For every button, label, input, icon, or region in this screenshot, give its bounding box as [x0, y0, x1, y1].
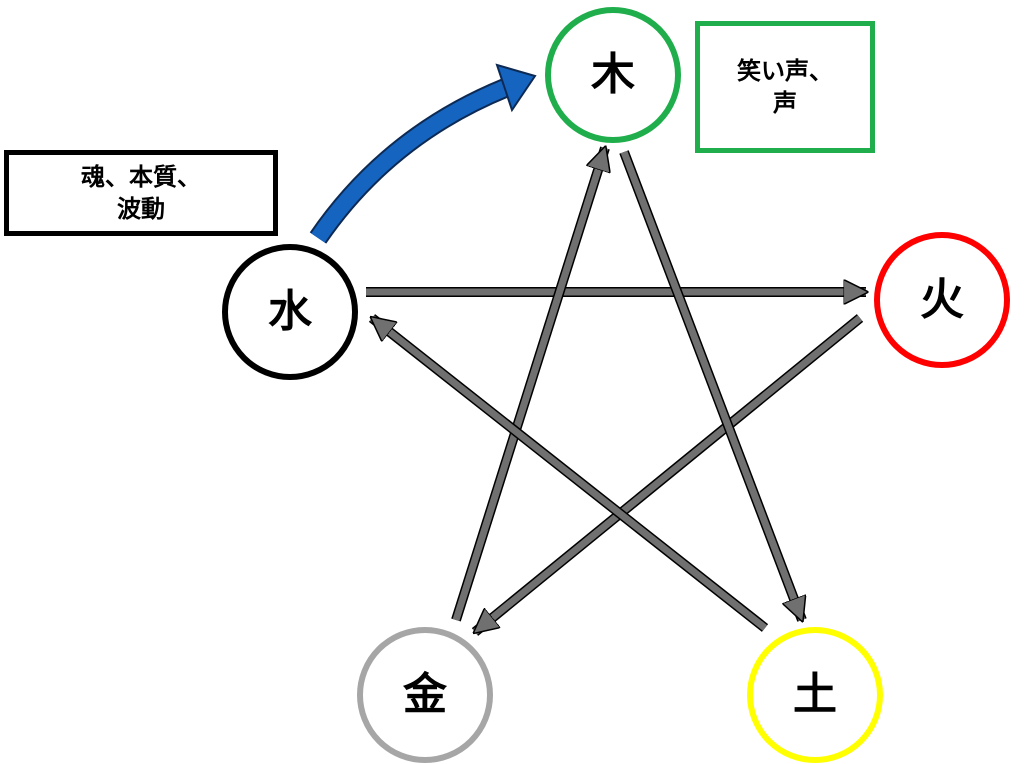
arrow-wood-earth	[619, 150, 807, 620]
element-wood: 木	[545, 7, 681, 143]
element-metal: 金	[357, 627, 493, 763]
metal-circle	[357, 627, 493, 763]
water-note-box: 魂、本質、 波動	[4, 150, 278, 236]
element-earth: 土	[747, 627, 883, 763]
fire-circle	[874, 232, 1010, 368]
fire-label: 火	[920, 274, 964, 325]
arrow-metal-wood	[451, 148, 605, 622]
arrow-water-wood	[309, 63, 537, 244]
wood-note-box: 笑い声、 声	[695, 21, 875, 153]
wood-label: 木	[591, 49, 635, 100]
earth-circle	[747, 627, 883, 763]
element-fire: 火	[874, 232, 1010, 368]
wood-circle	[545, 7, 681, 143]
arrow-earth-water	[372, 314, 769, 632]
earth-label: 土	[793, 669, 837, 720]
metal-label: 金	[402, 669, 448, 720]
arrow-fire-metal	[475, 314, 864, 636]
water-circle	[222, 244, 358, 380]
arrows-layer	[309, 63, 866, 636]
water-label: 水	[268, 286, 313, 337]
element-water: 水	[222, 244, 358, 380]
